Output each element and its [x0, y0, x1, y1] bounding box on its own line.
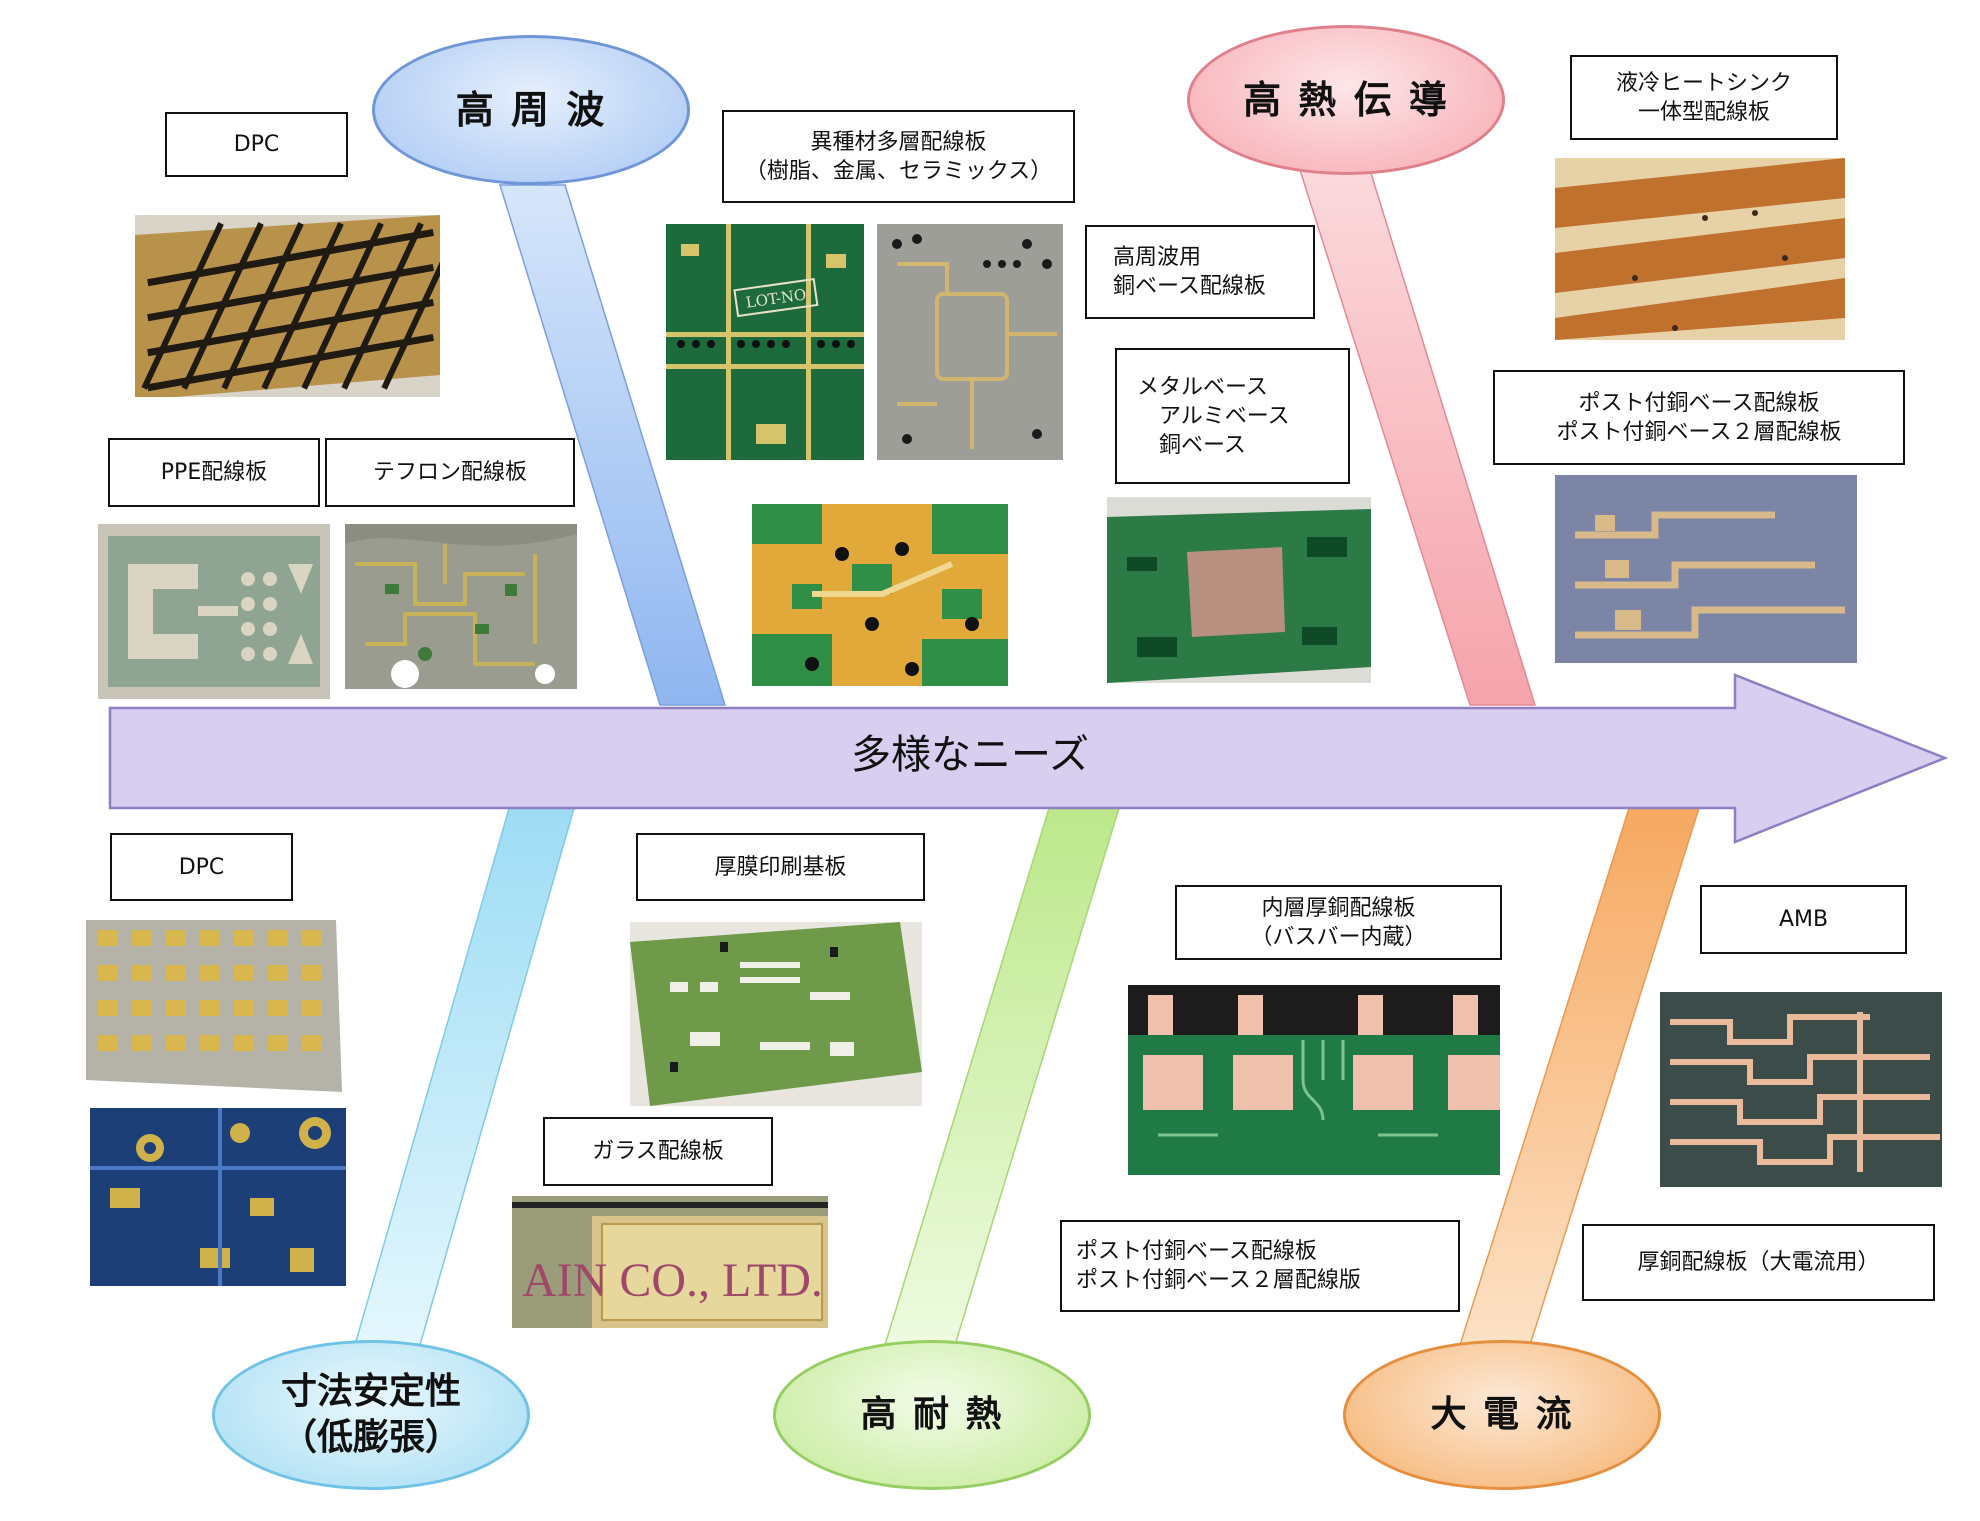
photo-amb: [1660, 992, 1942, 1187]
label-dpc-top: DPC: [165, 112, 348, 177]
label-metal-base-line1: メタルベース: [1137, 374, 1268, 400]
photo-inner-thick-copper: [1128, 985, 1500, 1175]
category-high-current-text: 大 電 流: [1430, 1394, 1574, 1435]
label-ppe-board: PPE配線板: [108, 438, 320, 507]
label-inner-thick-copper: 内層厚銅配線板 （バスバー内蔵）: [1175, 885, 1502, 960]
label-liquid-heatsink: 液冷ヒートシンク 一体型配線板: [1570, 55, 1838, 140]
label-hf-copper-line2: 銅ベース配線板: [1113, 274, 1266, 299]
label-glass-board: ガラス配線板: [543, 1117, 773, 1186]
photo-ppe-board: [98, 524, 330, 699]
label-hf-copper-line1: 高周波用: [1113, 245, 1202, 270]
photo-metal-base: [1107, 497, 1371, 683]
photo-blue-pcb: [90, 1108, 346, 1286]
label-thick-copper-high-current: 厚銅配線板（大電流用）: [1582, 1224, 1935, 1301]
label-metal-base-line3: 銅ベース: [1137, 432, 1246, 458]
category-high-frequency-text: 高 周 波: [455, 88, 607, 132]
photo-dpc-top: [135, 215, 440, 397]
photo-teflon-board: [345, 524, 577, 689]
photo-glass-board: AIN CO., LTD.: [512, 1196, 828, 1328]
label-hf-copper-base: 高周波用 銅ベース配線板: [1085, 225, 1315, 319]
label-amb: AMB: [1700, 885, 1907, 954]
photo-post-copper-top: [1555, 475, 1857, 663]
label-inner-line2: （バスバー内蔵）: [1250, 924, 1427, 950]
label-hetero-line1: 異種材多層配線板: [810, 129, 987, 155]
photo-hetero-ceramic: [877, 224, 1063, 460]
photo-thick-film: [630, 922, 922, 1106]
photo-liquid-heatsink: [1555, 158, 1845, 340]
label-glass-text: ガラス配線板: [592, 1139, 724, 1164]
label-inner-line1: 内層厚銅配線板: [1261, 895, 1416, 921]
label-post-top-line1: ポスト付銅ベース配線板: [1578, 390, 1820, 416]
label-hetero-line2: （樹脂、金属、セラミックス）: [744, 158, 1053, 184]
label-post-copper-bottom: ポスト付銅ベース配線板 ポスト付銅ベース２層配線版: [1060, 1220, 1460, 1312]
category-high-heat-resistance: 高 耐 熱: [773, 1340, 1091, 1490]
photo-dpc-bottom: [86, 920, 342, 1092]
center-arrow-label: 多様なニーズ: [851, 732, 1089, 778]
branch-high-frequency: [498, 184, 727, 706]
label-dpc-bottom-text: DPC: [178, 854, 225, 880]
label-thick-film: 厚膜印刷基板: [636, 833, 925, 901]
label-ppe-text: PPE配線板: [160, 460, 268, 485]
category-heat-resistance-text: 高 耐 熱: [860, 1394, 1004, 1435]
label-post-copper-top: ポスト付銅ベース配線板 ポスト付銅ベース２層配線板: [1493, 370, 1905, 465]
label-amb-text: AMB: [1778, 907, 1829, 932]
category-high-thermal-conductivity: 高 熱 伝 導: [1187, 25, 1505, 175]
label-metal-base-line2: アルミベース: [1137, 403, 1290, 429]
category-dimensional-line2: （低膨張）: [280, 1417, 461, 1458]
label-thick-copper-text: 厚銅配線板（大電流用）: [1637, 1250, 1880, 1275]
label-liquid-line2: 一体型配線板: [1637, 99, 1770, 125]
label-post-bottom-line2: ポスト付銅ベース２層配線版: [1076, 1268, 1361, 1293]
label-dpc-top-text: DPC: [233, 132, 280, 157]
label-liquid-line1: 液冷ヒートシンク: [1615, 70, 1792, 96]
category-dimensional-line1: 寸法安定性: [280, 1371, 461, 1412]
photo-glass-logo-text: AIN CO., LTD.: [522, 1254, 823, 1307]
label-thick-film-text: 厚膜印刷基板: [714, 854, 847, 880]
label-teflon-text: テフロン配線板: [372, 460, 527, 485]
category-high-thermal-text: 高 熱 伝 導: [1243, 78, 1449, 122]
photo-hetero-green: LOT-NO: [666, 224, 864, 460]
category-high-frequency: 高 周 波: [372, 35, 690, 185]
center-arrow: [108, 673, 1949, 844]
label-metal-base: メタルベース アルミベース 銅ベース: [1115, 348, 1350, 484]
label-post-top-line2: ポスト付銅ベース２層配線板: [1556, 419, 1842, 445]
photo-hf-rf-board: [752, 504, 1008, 686]
category-high-current: 大 電 流: [1343, 1340, 1661, 1490]
category-dimensional-stability: 寸法安定性 （低膨張）: [212, 1340, 530, 1490]
label-post-bottom-line1: ポスト付銅ベース配線板: [1076, 1239, 1317, 1264]
label-hetero-multilayer: 異種材多層配線板 （樹脂、金属、セラミックス）: [722, 110, 1075, 203]
label-dpc-bottom: DPC: [110, 833, 293, 901]
label-teflon-board: テフロン配線板: [325, 438, 575, 507]
